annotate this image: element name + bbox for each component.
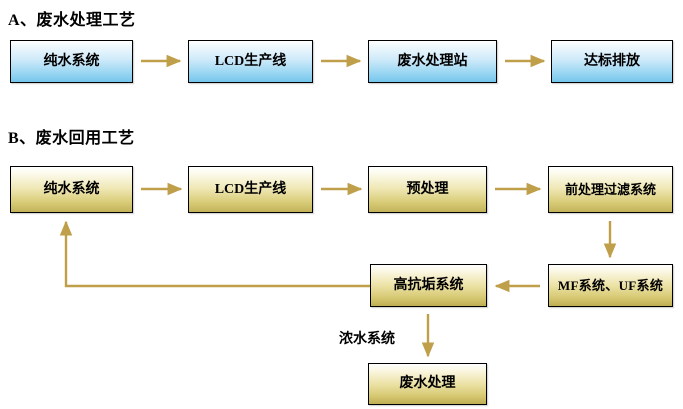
node-b3-label: 预处理 <box>406 181 449 197</box>
section-title-a: A、废水处理工艺 <box>8 12 136 29</box>
node-b6-label: 高抗垢系统 <box>393 277 464 293</box>
node-b2-lcd-production-line[interactable]: LCD生产线 <box>188 166 313 213</box>
node-a3-label: 废水处理站 <box>397 53 468 69</box>
node-b7-wastewater-treatment[interactable]: 废水处理 <box>368 363 487 405</box>
node-b4-pre-filtration-system[interactable]: 前处理过滤系统 <box>548 166 673 213</box>
node-b5-label: MF系统、UF系统 <box>557 278 664 293</box>
node-b4-label: 前处理过滤系统 <box>564 182 656 197</box>
node-a1-pure-water-system[interactable]: 纯水系统 <box>10 40 133 83</box>
section-title-b: B、废水回用工艺 <box>8 130 135 147</box>
node-b1-label: 纯水系统 <box>43 181 100 197</box>
node-b1-pure-water-system[interactable]: 纯水系统 <box>10 166 133 213</box>
node-b2-label: LCD生产线 <box>214 181 287 197</box>
node-b7-label: 废水处理 <box>399 376 456 391</box>
edge-label-concentrate-water-system: 浓水系统 <box>339 332 395 347</box>
node-a3-wastewater-treatment-station[interactable]: 废水处理站 <box>368 40 497 83</box>
node-a4-label: 达标排放 <box>584 53 640 69</box>
node-a1-label: 纯水系统 <box>43 53 100 69</box>
arrow-b6-b1-return <box>59 220 370 288</box>
node-b5-mf-uf-system[interactable]: MF系统、UF系统 <box>548 264 673 307</box>
node-b3-pretreatment[interactable]: 预处理 <box>368 166 487 213</box>
node-b6-high-antiscalant-system[interactable]: 高抗垢系统 <box>370 264 487 307</box>
node-a2-lcd-production-line[interactable]: LCD生产线 <box>188 40 313 83</box>
node-a4-compliant-discharge[interactable]: 达标排放 <box>551 40 673 83</box>
node-a2-label: LCD生产线 <box>214 53 287 69</box>
